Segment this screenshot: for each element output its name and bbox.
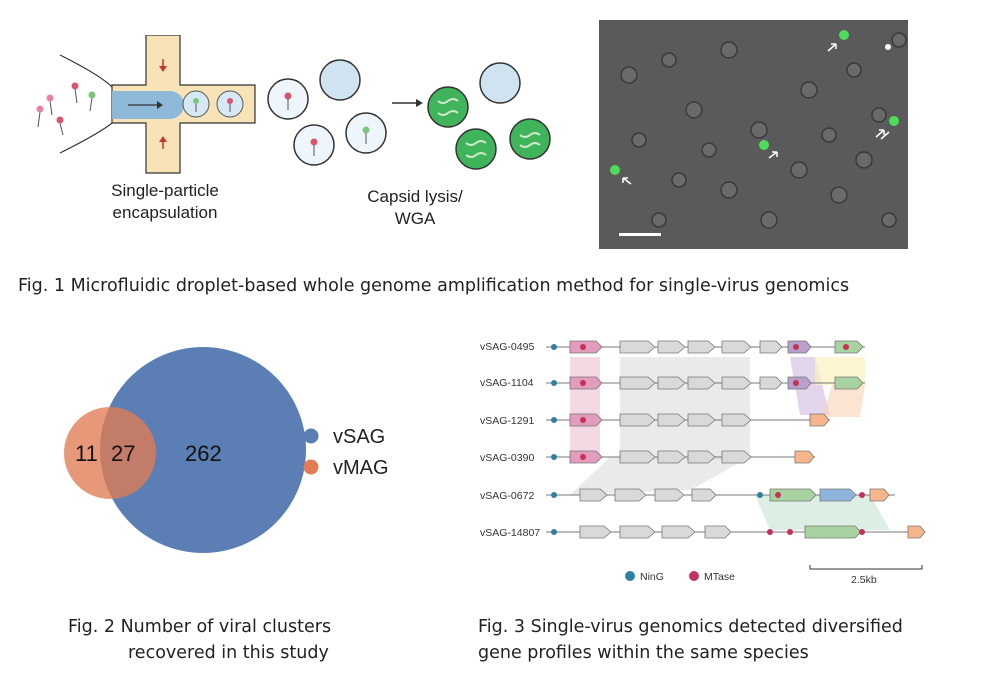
legend-vsag-label: vSAG [333, 426, 385, 448]
vmag-circle [64, 407, 156, 499]
vsag-circle [100, 347, 306, 553]
legend-vmag-label: vMAG [333, 457, 389, 479]
only-vsag-count: 262 [185, 441, 222, 466]
only-vmag-count: 11 [75, 441, 98, 466]
step1-line2: encapsulation [112, 203, 218, 222]
fig1-step2-label: Capsid lysis/ WGA [350, 186, 480, 230]
step1-line1: Single-particle [111, 181, 219, 200]
scale-bar-label: 2.5kb [851, 574, 877, 586]
scale-bar [809, 565, 923, 570]
fig2-caption-line2: recovered in this study [128, 643, 329, 663]
row-label-3: vSAG-0390 [480, 452, 534, 464]
row-label-2: vSAG-1291 [480, 415, 534, 427]
legend-vsag-marker [303, 428, 319, 444]
fig1-schematic [36, 35, 551, 174]
row-label-4: vSAG-0672 [480, 490, 534, 502]
legend-mtase-marker [689, 571, 699, 581]
legend-mtase-label: MTase [704, 571, 735, 583]
row-label-5: vSAG-14807 [480, 527, 540, 539]
fig1-step1-label: Single-particle encapsulation [80, 180, 250, 224]
row-label-1: vSAG-1104 [480, 377, 534, 389]
legend-ning-marker [625, 571, 635, 581]
fig3-caption-line1: Fig. 3 Single-virus genomics detected di… [478, 617, 903, 637]
fig1-micrograph [599, 20, 908, 249]
fig2-caption-line1: Fig. 2 Number of viral clusters [68, 617, 332, 637]
fig3-gene-maps: vSAG-0495 vSAG-1104 vSAG-1291 vSAG-0390 … [480, 340, 926, 586]
step2-line1: Capsid lysis/ [367, 187, 463, 206]
legend-ning-label: NinG [640, 571, 664, 583]
overlap-count: 27 [111, 441, 135, 466]
step2-line2: WGA [394, 209, 436, 228]
fig2-venn: 11 27 262 vSAG vMAG [64, 347, 389, 553]
fig1-caption: Fig. 1 Microfluidic droplet-based whole … [18, 276, 850, 296]
row-label-0: vSAG-0495 [480, 341, 534, 353]
legend-vmag-marker [303, 459, 319, 475]
fig3-caption-line2: gene profiles within the same species [478, 643, 809, 663]
